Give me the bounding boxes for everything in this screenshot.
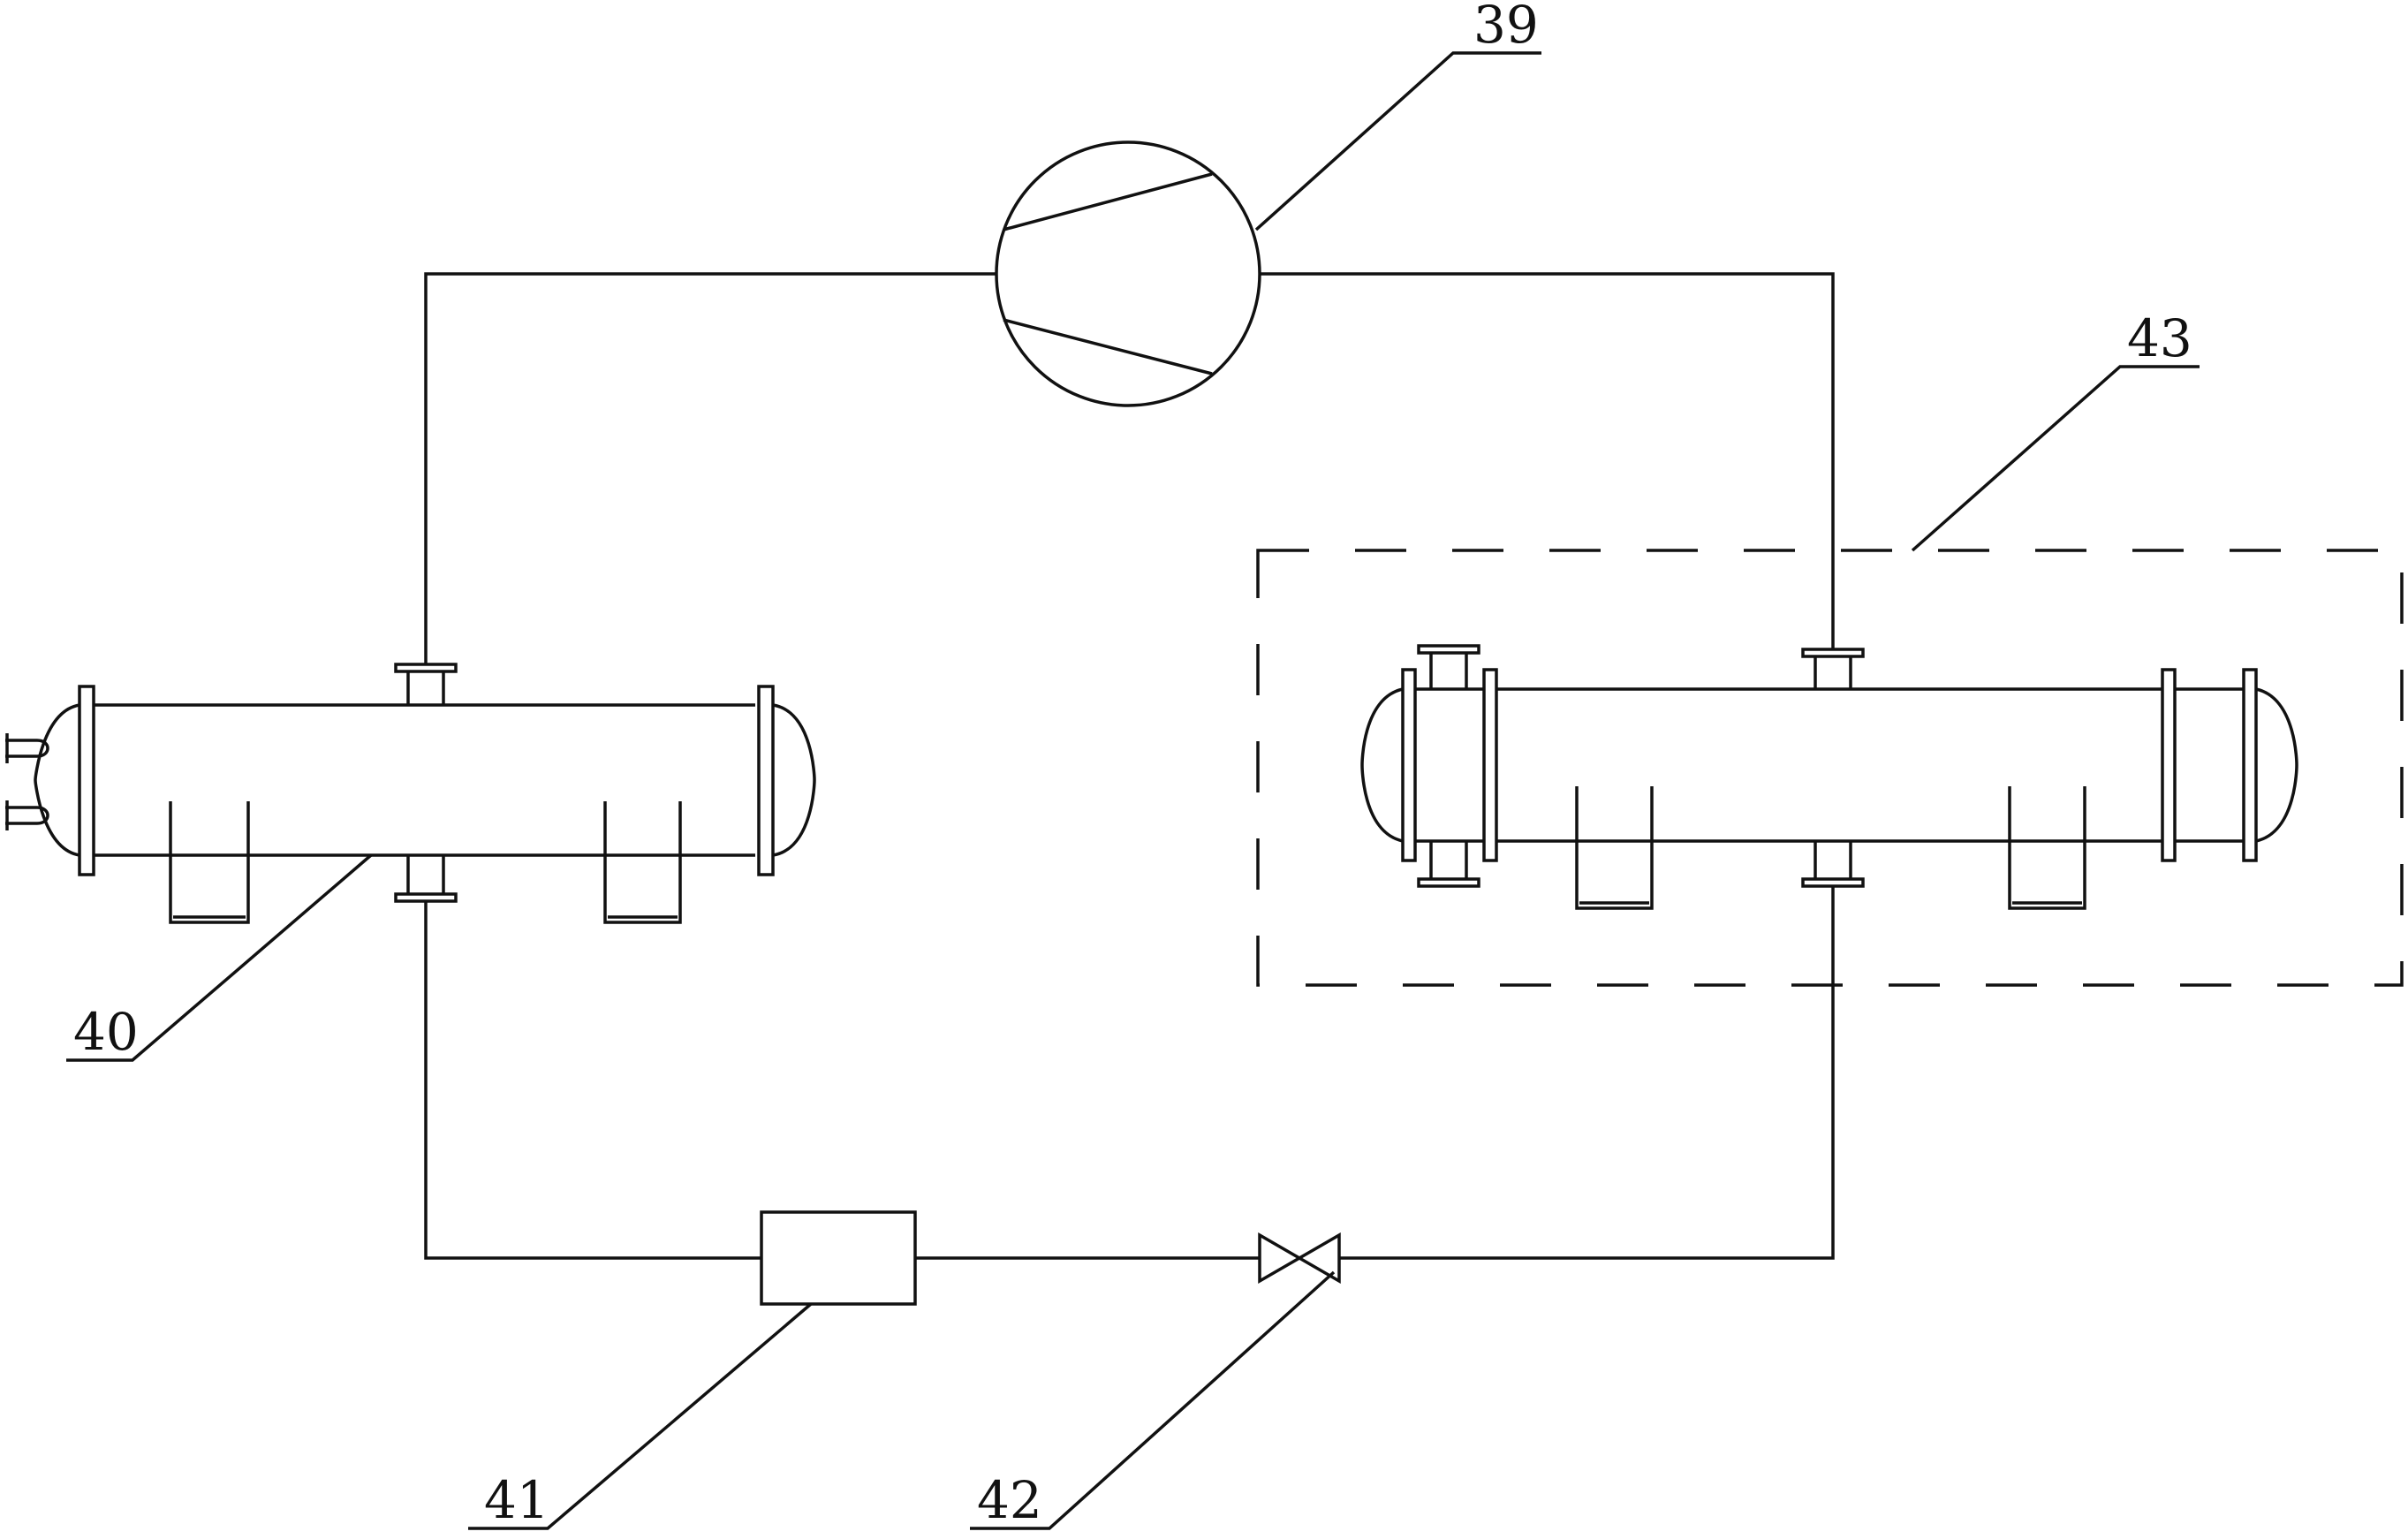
condenser-right-flange	[757, 685, 775, 876]
condenser-left-flange	[78, 685, 95, 876]
evaporator-chamber-bottom-flange	[1417, 877, 1480, 888]
evaporator-right-flange-inner	[2161, 668, 2177, 862]
circuit-piping	[424, 272, 1835, 1260]
evaporator-chamber-top-flange	[1417, 644, 1480, 655]
condenser-baffle-right	[603, 801, 682, 924]
evaporator-left-head	[1360, 687, 1404, 843]
condenser-top-nozzle-flange	[394, 663, 458, 673]
pipe-liquid-left	[424, 901, 761, 1260]
reference-numerals: 39 40 41 42 43	[73, 0, 2192, 1530]
pipe-suction-left	[424, 272, 996, 664]
leader-filter-drier	[468, 1302, 813, 1530]
compressor-vane-lower	[1003, 318, 1213, 375]
evaporator-bottom-nozzle-flange	[1801, 877, 1865, 888]
expansion-valve-left-cone	[1258, 1232, 1303, 1285]
evaporator	[1360, 644, 2298, 910]
label-condenser: 40	[73, 1002, 139, 1062]
filter-drier	[760, 1210, 917, 1306]
pipe-valve-to-evaporator	[1339, 886, 1835, 1260]
condenser-bottom-nozzle-flange	[394, 892, 458, 903]
evaporator-right-flange-outer	[2242, 668, 2258, 862]
condenser-head-nozzle-lower	[5, 806, 49, 825]
compressor-body	[995, 140, 1261, 407]
condenser-left-head	[34, 703, 80, 857]
evaporator-region-boundary	[1256, 549, 2404, 987]
compressor	[995, 140, 1261, 407]
leader-condenser	[66, 853, 373, 1062]
evaporator-top-nozzle-flange	[1801, 648, 1865, 658]
leader-evaporator-region	[1911, 365, 2200, 552]
condenser-head-nozzle-upper	[5, 739, 49, 758]
leader-compressor	[1254, 51, 1541, 231]
expansion-valve	[1258, 1232, 1341, 1285]
evaporator-left-flange-inner	[1482, 668, 1498, 862]
label-evaporator-region: 43	[2127, 308, 2192, 368]
pipe-discharge-right	[1260, 272, 1835, 649]
condenser-baffle-left	[169, 801, 250, 924]
evaporator-left-flange-outer	[1401, 668, 1417, 862]
label-expansion-valve: 42	[977, 1470, 1042, 1530]
leader-expansion-valve	[970, 1270, 1336, 1530]
label-compressor: 39	[1473, 0, 1539, 55]
leader-lines	[66, 51, 2200, 1530]
condenser	[5, 663, 816, 924]
expansion-valve-right-cone	[1296, 1232, 1341, 1285]
label-filter-drier: 41	[484, 1470, 549, 1530]
condenser-right-head	[772, 703, 816, 857]
evaporator-baffle-left	[1575, 786, 1654, 910]
compressor-vane-upper	[1003, 172, 1213, 231]
evaporator-right-head	[2255, 687, 2298, 843]
evaporator-baffle-right	[2008, 786, 2086, 910]
